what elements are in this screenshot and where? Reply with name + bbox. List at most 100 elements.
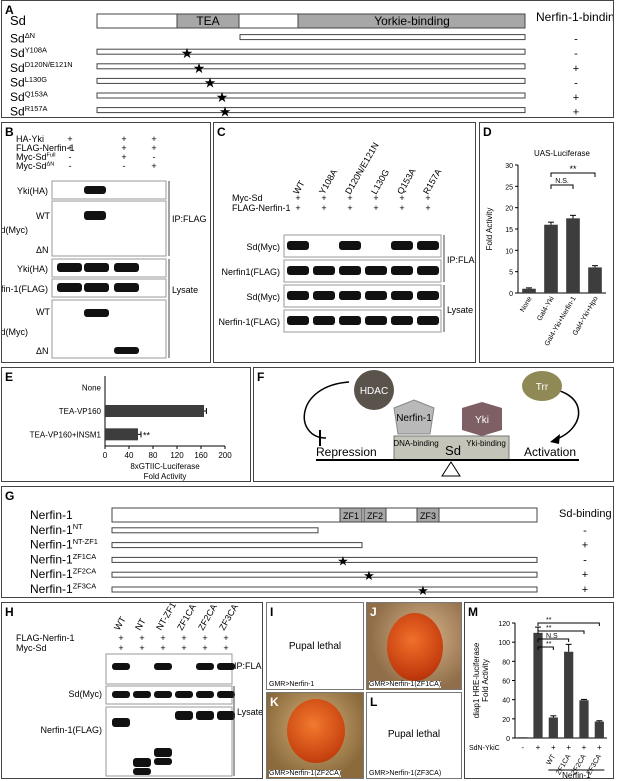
hdac-circle [354,370,394,410]
g-row-label-sup: ZF1CA [73,552,97,561]
b-sd-myc-1: Sd(Myc) [2,225,28,235]
c-mark: + [321,203,326,213]
band [339,316,361,325]
band [133,768,151,775]
y-tick-label: 15 [505,227,513,234]
significance-label: ** [143,430,151,440]
i-pupal-lethal: Pupal lethal [288,641,342,652]
a-construct-bar [96,107,526,114]
category-label: TEA-VP160 [59,407,102,416]
band [417,266,439,275]
bar [579,700,589,738]
bar [564,651,574,738]
bar [544,224,558,293]
b-dn-1: ΔN [36,245,49,255]
category-label: TEA-VP160+INSM1 [30,430,102,439]
activation-arrow-icon [550,434,560,444]
band [133,691,151,698]
c-mark: + [399,203,404,213]
a-row-label: SdL130G [10,75,47,90]
band [154,758,172,765]
a-row-label-sup: Q153A [25,89,48,98]
a-row-label-base: Sd [10,90,25,104]
c-mark: + [399,193,404,203]
panel-l-label: L [370,695,378,709]
m-mark: + [597,743,602,752]
y-axis-label: Fold Activity [481,659,490,702]
y-tick-label: 60 [502,679,510,686]
yorkie-binding-domain [297,13,526,29]
g-row-label: Nerfin-1NT [30,522,83,537]
g-binding-mark: - [583,525,587,537]
tea-domain [176,13,240,29]
band [114,347,139,354]
g-row-label-sup: NT [73,522,83,531]
a-binding-mark: + [573,92,579,104]
b-mark: + [151,143,156,153]
blot-c: WT++Y108A++D120N/E121N++L130G++Q153A++R1… [218,141,475,333]
j-caption: GMR>Nerfin-1(ZF1CA) [369,681,442,688]
zf1-domain [339,507,363,523]
h-mark: + [160,643,165,653]
b-row-label-base: FLAG-Nerfin-1 [16,143,75,153]
significance-label: N.S [546,633,558,640]
b-blot-sd-lys [51,299,167,359]
tea-label: TEA [196,14,219,28]
g-construct-bar [111,556,538,563]
h-myc-sd: Myc-Sd [16,643,47,653]
x-axis-label: Fold Activity [144,472,187,481]
g-row-label-base: Nerfin-1 [30,567,73,581]
band [365,266,387,275]
c-blot-sd-ip [283,234,442,258]
c-ip-label: IP:FLAG [447,255,475,265]
b-row-label-base: Myc-Sd [16,161,47,171]
band [287,316,309,325]
b-row-label-base: HA-Yki [16,134,44,144]
a-binding-mark: - [574,34,578,46]
c-mark: + [347,193,352,203]
g-row-label: Nerfin-1ZF2CA [30,567,96,582]
h-sd-myc: Sd(Myc) [69,689,103,699]
g-row-label-base: Nerfin-1 [30,538,73,552]
band [391,316,413,325]
repression-arc [303,381,350,439]
nerfin-pentagon [393,399,435,435]
band [391,266,413,275]
h-lysate-label: Lysate [237,707,262,717]
g-construct-bar [111,542,363,549]
c-blot-nerfin-lys [283,309,442,333]
h-column-label: ZF3CA [217,603,240,632]
panel-k-label: K [270,695,279,709]
band [114,283,139,292]
mutation-star-icon: ★ [363,568,375,583]
b-yki-ha-1: Yki(HA) [17,186,48,196]
panel-m-label: M [468,605,478,619]
g-row-label-base: Nerfin-1 [30,582,73,596]
y-tick-label: 10 [505,248,513,255]
h-flag-nerfin: FLAG-Nerfin-1 [16,633,75,643]
significance-bracket [537,638,570,642]
g-row-label-base: Nerfin-1 [30,508,73,522]
h-nerfin-flag: Nerfin-1(FLAG) [40,725,102,735]
panel-f-label: F [257,370,265,384]
mutation-star-icon: ★ [193,60,206,76]
y-tick-label: 100 [498,640,510,647]
c-blot-label-2: Nerfin1(FLAG) [221,267,280,277]
b-mark: - [123,161,126,171]
m-mark: + [566,743,571,752]
significance-bracket [550,172,596,177]
c-column-label: R157A [421,167,443,196]
panel-f: F HDAC Nerfin-1 Trr Yki DNA-binding Sd Y… [253,367,614,482]
band [154,691,172,698]
x-tick-label: 120 [170,451,184,460]
zf2-domain [363,507,387,523]
b-mark: - [69,152,72,162]
b-blot-yki-ip [51,180,167,200]
k-caption: GMR>Nerfin-1(ZF2CA) [269,770,342,777]
chart-title: UAS-Luciferase [534,149,591,158]
